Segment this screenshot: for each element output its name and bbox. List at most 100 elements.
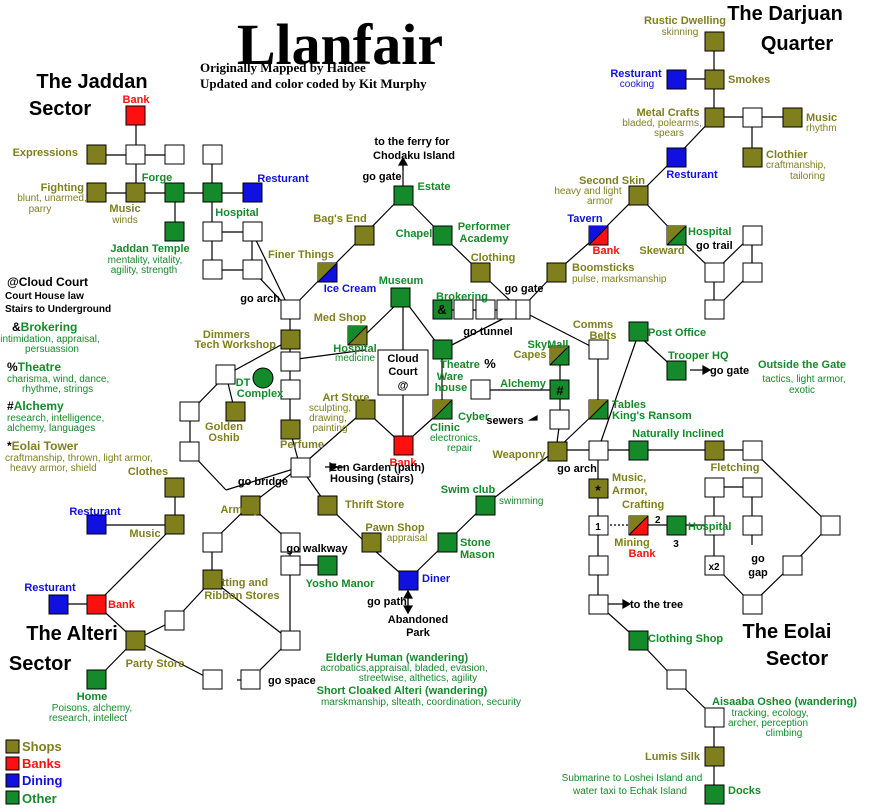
node-clothes[interactable] [164,477,185,498]
node-pawn-shop[interactable] [361,532,382,553]
node-path[interactable] [202,259,223,280]
node-x2[interactable] [704,555,725,576]
node-dimmers[interactable] [280,329,301,350]
node-thrift-store[interactable] [317,495,338,516]
node-second-skin[interactable] [628,185,649,206]
node-swim-club[interactable] [475,495,496,516]
node-path[interactable] [240,669,261,690]
node-bags-end[interactable] [354,225,375,246]
node-metal-crafts[interactable] [704,107,725,128]
node-armory[interactable] [240,495,261,516]
node-brokering[interactable] [432,299,453,320]
node-go-arch[interactable] [280,299,301,320]
node-home[interactable] [86,669,107,690]
node-resturant-jaddan[interactable] [242,182,263,203]
node-jaddan-temple[interactable] [164,221,185,242]
node-path[interactable] [704,299,725,320]
node-clothier[interactable] [742,147,763,168]
node-diner[interactable] [398,570,419,591]
node-resturant-alteri-2[interactable] [48,594,69,615]
node-theatre[interactable] [432,339,453,360]
node-path[interactable] [164,144,185,165]
node-music-darjuan[interactable] [782,107,803,128]
node-path[interactable] [202,669,223,690]
node-path[interactable] [280,379,301,400]
node-path[interactable] [125,144,146,165]
node-lumis-silk[interactable] [704,746,725,767]
node-path[interactable] [704,515,725,536]
node-path[interactable] [179,401,200,422]
node-resturant-darjuan[interactable] [666,147,687,168]
node-cloud-court[interactable] [377,349,429,396]
node-warehouse[interactable] [470,379,491,400]
node-path[interactable] [242,259,263,280]
node-resturant-alteri-1[interactable] [86,514,107,535]
node-zen-garden[interactable] [290,457,311,478]
node-go-walkway[interactable] [280,532,301,553]
node-path[interactable] [742,262,763,283]
node-comms-belts[interactable] [588,339,609,360]
node-weaponry[interactable] [547,441,568,462]
node-estate[interactable] [393,185,414,206]
node-alchemy[interactable] [549,379,570,400]
node-music-alteri[interactable] [164,514,185,535]
node-resturant-cooking[interactable] [666,69,687,90]
node-bank-alteri[interactable] [86,594,107,615]
node-fighting[interactable] [86,182,107,203]
node-go-trail[interactable] [704,262,725,283]
node-path[interactable] [453,299,474,320]
node-bank-jaddan[interactable] [125,105,146,126]
node-path[interactable] [164,610,185,631]
node-chapel[interactable] [432,225,453,246]
node-aisaaba[interactable] [704,707,725,728]
node-to-the-tree[interactable] [588,594,609,615]
node-path[interactable] [496,299,517,320]
node-path[interactable] [280,351,301,372]
node-path[interactable] [742,594,763,615]
node-path[interactable] [280,555,301,576]
node-expressions[interactable] [86,144,107,165]
node-stone-mason[interactable] [437,532,458,553]
node-path[interactable] [280,630,301,651]
node-clothing-shop[interactable] [628,630,649,651]
node-path[interactable] [820,515,841,536]
node-path[interactable] [179,441,200,462]
node-boomsticks[interactable] [546,262,567,283]
node-perfume[interactable] [280,419,301,440]
node-path[interactable] [666,669,687,690]
node-path[interactable] [588,555,609,576]
node-path[interactable] [202,144,223,165]
node-music-jaddan[interactable] [125,182,146,203]
node-path[interactable] [742,225,763,246]
node-path[interactable] [242,221,263,242]
node-art-store[interactable] [355,399,376,420]
node-party-store[interactable] [125,630,146,651]
node-knitting[interactable] [202,569,223,590]
node-golden-oshib[interactable] [225,401,246,422]
node-path[interactable] [742,477,763,498]
node-bank-center[interactable] [393,435,414,456]
node-fletching[interactable] [704,440,725,461]
node-path-1[interactable] [588,515,609,536]
node-trooper-hq[interactable] [666,360,687,381]
node-smokes[interactable] [704,69,725,90]
node-go-arch-eolai[interactable] [588,440,609,461]
node-forge[interactable] [164,182,185,203]
node-path[interactable] [215,364,236,385]
node-naturally-inclined[interactable] [628,440,649,461]
node-museum[interactable] [390,287,411,308]
node-hospital-jaddan[interactable] [202,182,223,203]
node-path[interactable] [742,440,763,461]
node-path[interactable] [704,477,725,498]
node-path[interactable] [742,107,763,128]
node-path[interactable] [202,221,223,242]
node-path[interactable] [782,555,803,576]
node-rustic-dwelling[interactable] [704,31,725,52]
node-path[interactable] [742,515,763,536]
node-path[interactable] [549,409,570,430]
node-clothing[interactable] [470,262,491,283]
node-hospital-eolai[interactable] [666,515,687,536]
node-dt-complex[interactable] [252,367,274,389]
node-docks[interactable] [704,784,725,805]
node-path[interactable] [475,299,496,320]
